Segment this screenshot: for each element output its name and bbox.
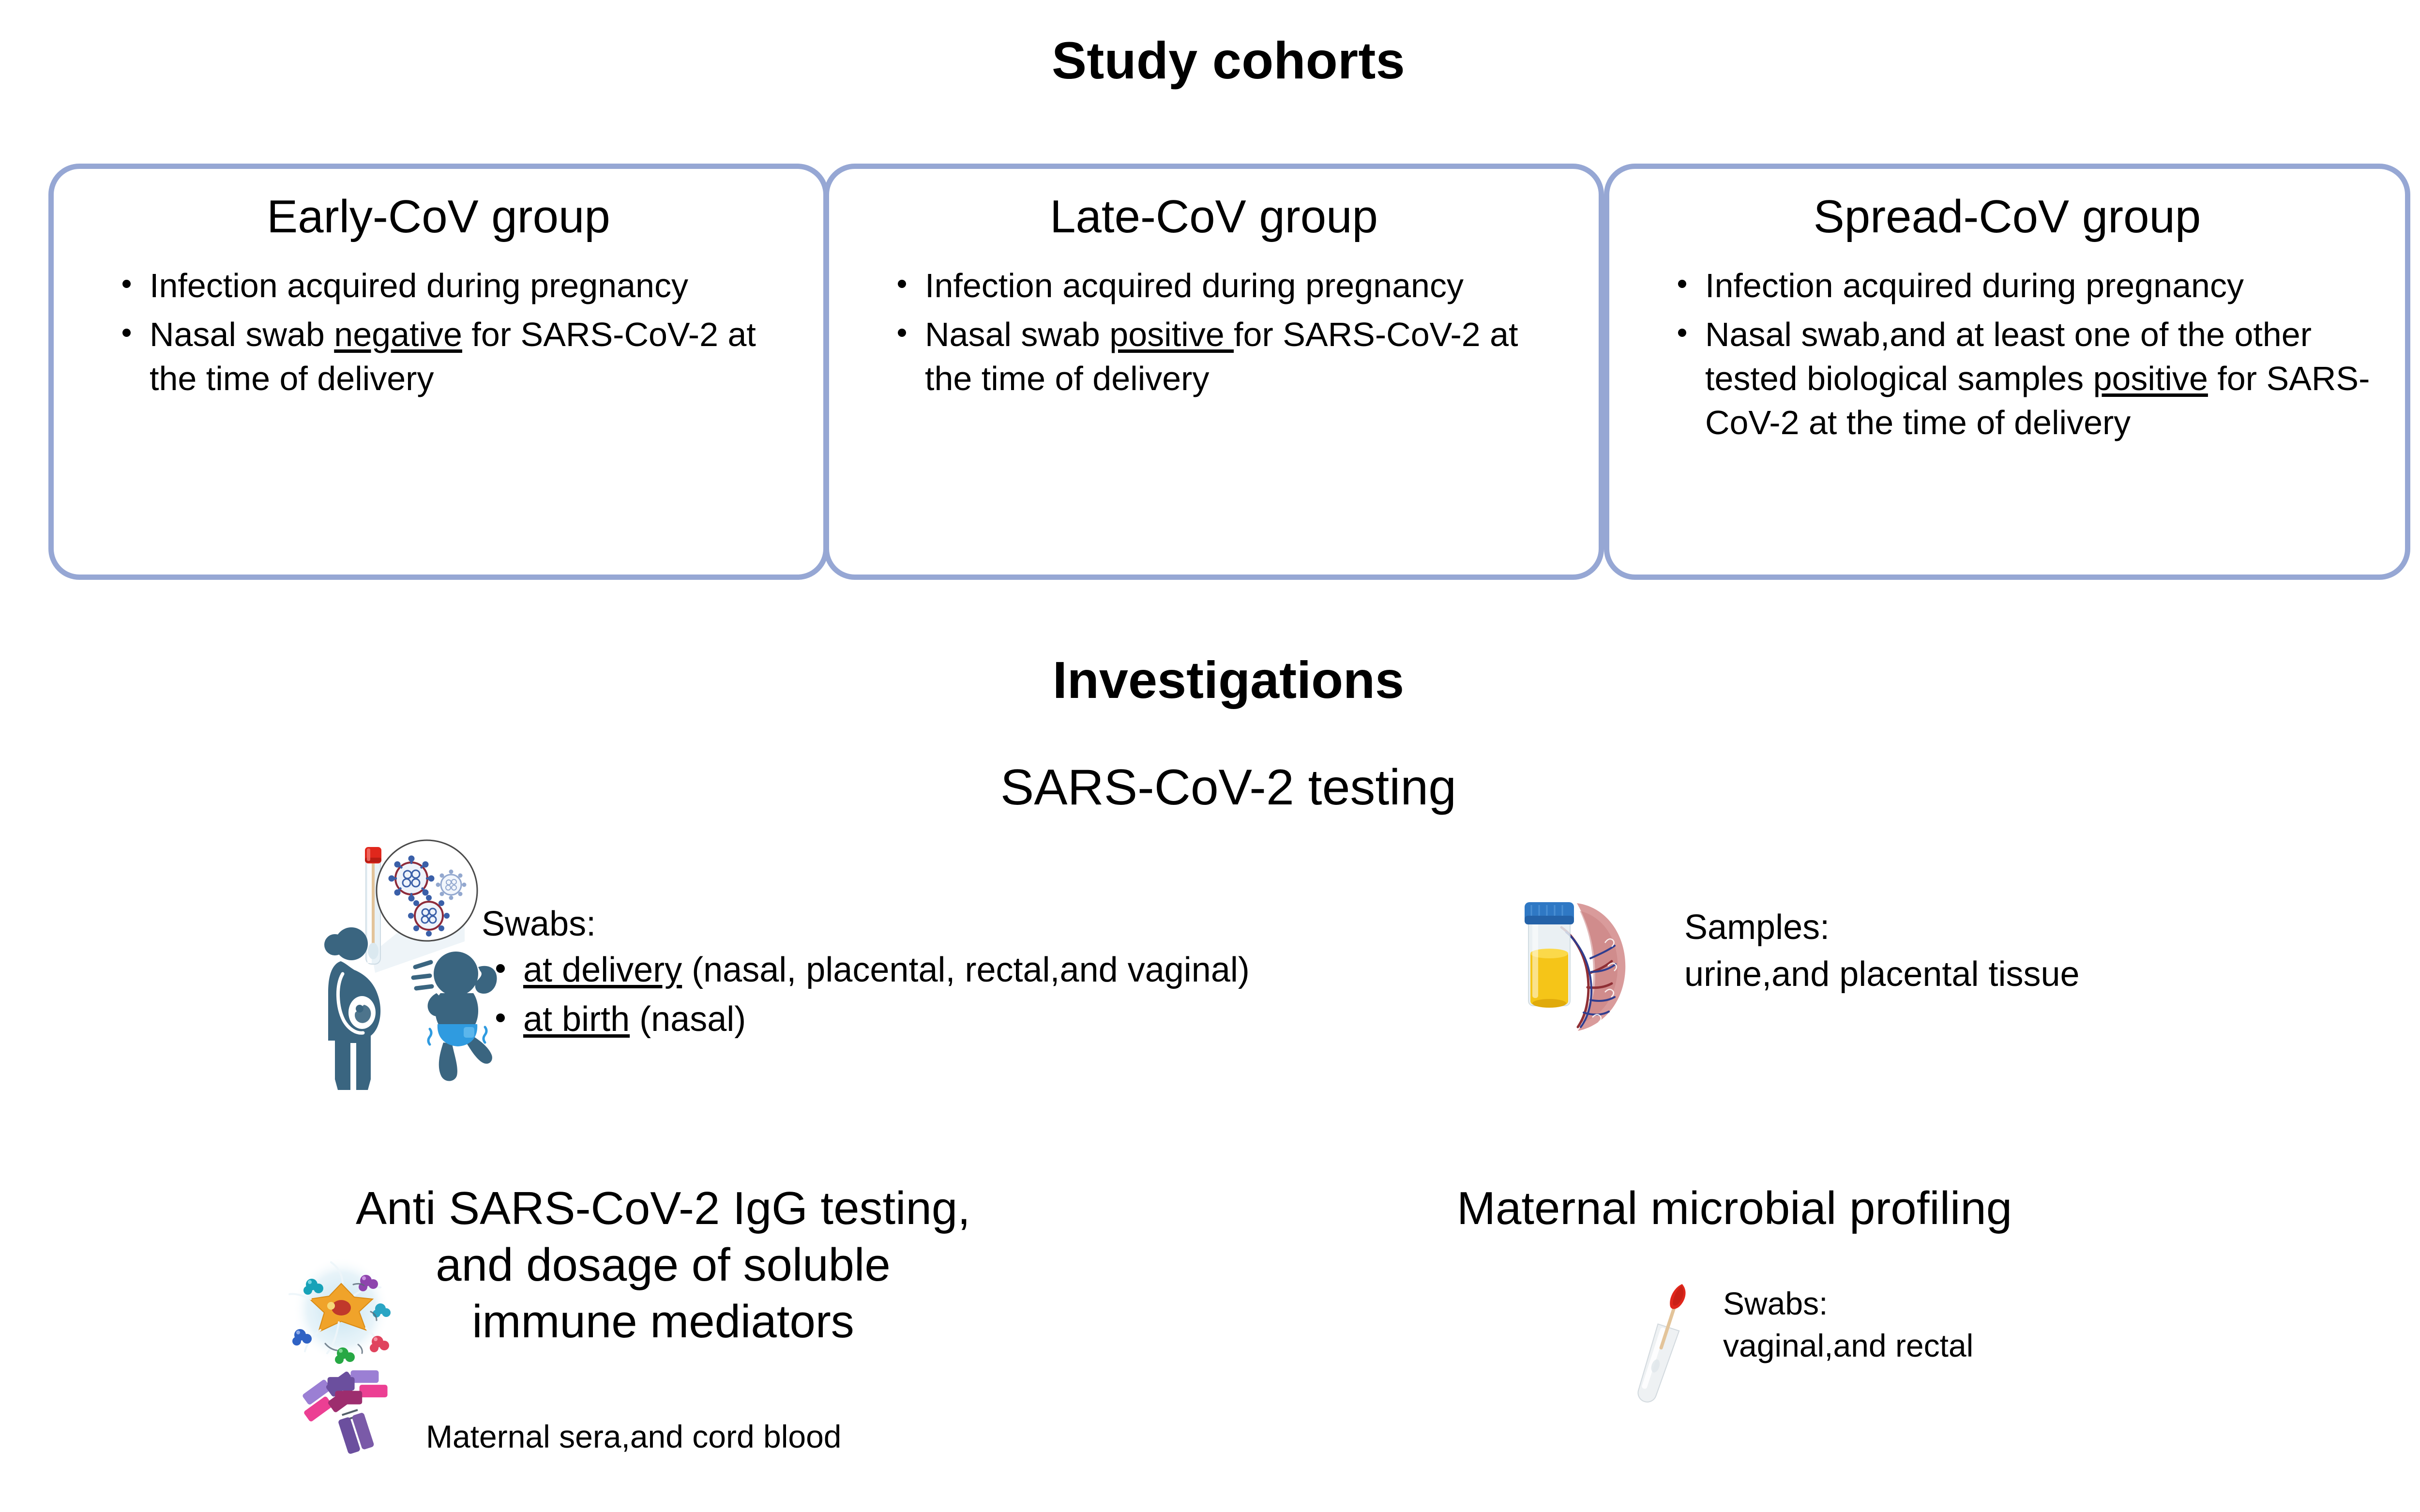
igg-heading-line: and dosage of soluble bbox=[436, 1239, 891, 1291]
plain-text: Infection acquired during pregnancy bbox=[1705, 267, 2244, 304]
cohort-boxes-row: Early-CoV group Infection acquired durin… bbox=[48, 164, 2410, 580]
igg-heading-line: immune mediators bbox=[472, 1296, 854, 1348]
cohort-box-spread-cov: Spread-CoV group Infection acquired duri… bbox=[1604, 164, 2410, 580]
microbial-heading: Maternal microbial profiling bbox=[1457, 1182, 2012, 1234]
placenta-shape bbox=[1560, 903, 1626, 1031]
pregnant-woman-icon bbox=[310, 920, 407, 1094]
emphasis-text: positive bbox=[1109, 316, 1234, 353]
plain-text: Infection acquired during pregnancy bbox=[925, 267, 1464, 304]
igg-heading-block: Anti SARS-CoV-2 IgG testing, and dosage … bbox=[271, 1180, 1055, 1350]
plain-text: for SARS-CoV-2 at the time of delivery bbox=[150, 316, 756, 397]
plain-text: Nasal swab bbox=[150, 316, 334, 353]
cohort-bullets-early-cov: Infection acquired during pregnancy Nasa… bbox=[108, 264, 796, 406]
microbial-swabs-detail: vaginal,and rectal bbox=[1723, 1328, 1974, 1364]
swabs-list-item: at delivery (nasal, placental, rectal,an… bbox=[496, 947, 1479, 993]
cohort-bullet: Nasal swab negative for SARS-CoV-2 at th… bbox=[122, 313, 796, 401]
microbial-heading-block: Maternal microbial profiling bbox=[1457, 1180, 2222, 1237]
samples-text-block: Samples: urine,and placental tissue bbox=[1684, 904, 2410, 998]
cohort-bullets-spread-cov: Infection acquired during pregnancy Nasa… bbox=[1664, 264, 2378, 450]
igg-heading-line: Anti SARS-CoV-2 IgG testing, bbox=[356, 1182, 970, 1234]
swab-magnifier-icon bbox=[319, 832, 479, 992]
emphasis-text: negative bbox=[334, 316, 462, 353]
cohort-title-spread-cov: Spread-CoV group bbox=[1813, 191, 2201, 242]
swabs-text-block: Swabs: at delivery (nasal, placental, re… bbox=[482, 904, 1479, 1046]
cohort-bullets-late-cov: Infection acquired during pregnancy Nasa… bbox=[883, 264, 1572, 406]
investigations-title: Investigations bbox=[1052, 650, 1405, 709]
samples-detail: urine,and placental tissue bbox=[1684, 955, 2080, 994]
cohort-bullet: Infection acquired during pregnancy bbox=[898, 264, 1572, 308]
emphasis-text: at birth bbox=[523, 1000, 630, 1039]
cohort-bullet: Infection acquired during pregnancy bbox=[122, 264, 796, 308]
baby-icon bbox=[402, 939, 513, 1084]
emphasis-text: positive bbox=[2093, 360, 2208, 397]
cohort-bullet: Nasal swab positive for SARS-CoV-2 at th… bbox=[898, 313, 1572, 401]
cytokine-blobs bbox=[292, 1275, 391, 1364]
plain-text: Nasal swab,and at least one of the other… bbox=[1705, 316, 2312, 397]
sars-cov-2-testing-heading: SARS-CoV-2 testing bbox=[1000, 759, 1457, 816]
plain-text: Nasal swab bbox=[925, 316, 1110, 353]
cohort-box-late-cov: Late-CoV group Infection acquired during… bbox=[824, 164, 1604, 580]
microbial-swabs-label: Swabs: bbox=[1723, 1285, 1828, 1321]
samples-label: Samples: bbox=[1684, 908, 1830, 947]
antibody-icon bbox=[290, 1355, 411, 1476]
swabs-list: at delivery (nasal, placental, rectal,an… bbox=[482, 947, 1479, 1043]
urine-container bbox=[1525, 902, 1574, 1008]
microbial-text-block: Swabs: vaginal,and rectal bbox=[1723, 1283, 2255, 1367]
plain-text: Infection acquired during pregnancy bbox=[150, 267, 688, 304]
cohort-title-late-cov: Late-CoV group bbox=[1050, 191, 1378, 242]
emphasis-text: at delivery bbox=[523, 951, 682, 989]
plain-text: (nasal, placental, rectal,and vaginal) bbox=[682, 951, 1250, 989]
plain-text: for SARS-CoV-2 at the time of delivery bbox=[925, 316, 1518, 397]
plain-text: for SARS-CoV-2 at the time of delivery bbox=[1705, 360, 2370, 441]
swabs-list-item: at birth (nasal) bbox=[496, 996, 1479, 1043]
plain-text: (nasal) bbox=[630, 1000, 746, 1039]
cytokine-cell-icon bbox=[281, 1249, 402, 1370]
cohort-title-early-cov: Early-CoV group bbox=[267, 191, 610, 242]
cohort-box-early-cov: Early-CoV group Infection acquired durin… bbox=[48, 164, 829, 580]
microbial-swab-icon bbox=[1612, 1273, 1718, 1413]
swabs-label: Swabs: bbox=[482, 905, 596, 943]
cohort-bullet: Nasal swab,and at least one of the other… bbox=[1678, 313, 2378, 445]
urine-cup-icon bbox=[1520, 886, 1684, 1045]
cohort-bullet: Infection acquired during pregnancy bbox=[1678, 264, 2378, 308]
igg-subtitle: Maternal sera,and cord blood bbox=[426, 1419, 842, 1454]
study-cohorts-title: Study cohorts bbox=[1052, 31, 1405, 90]
